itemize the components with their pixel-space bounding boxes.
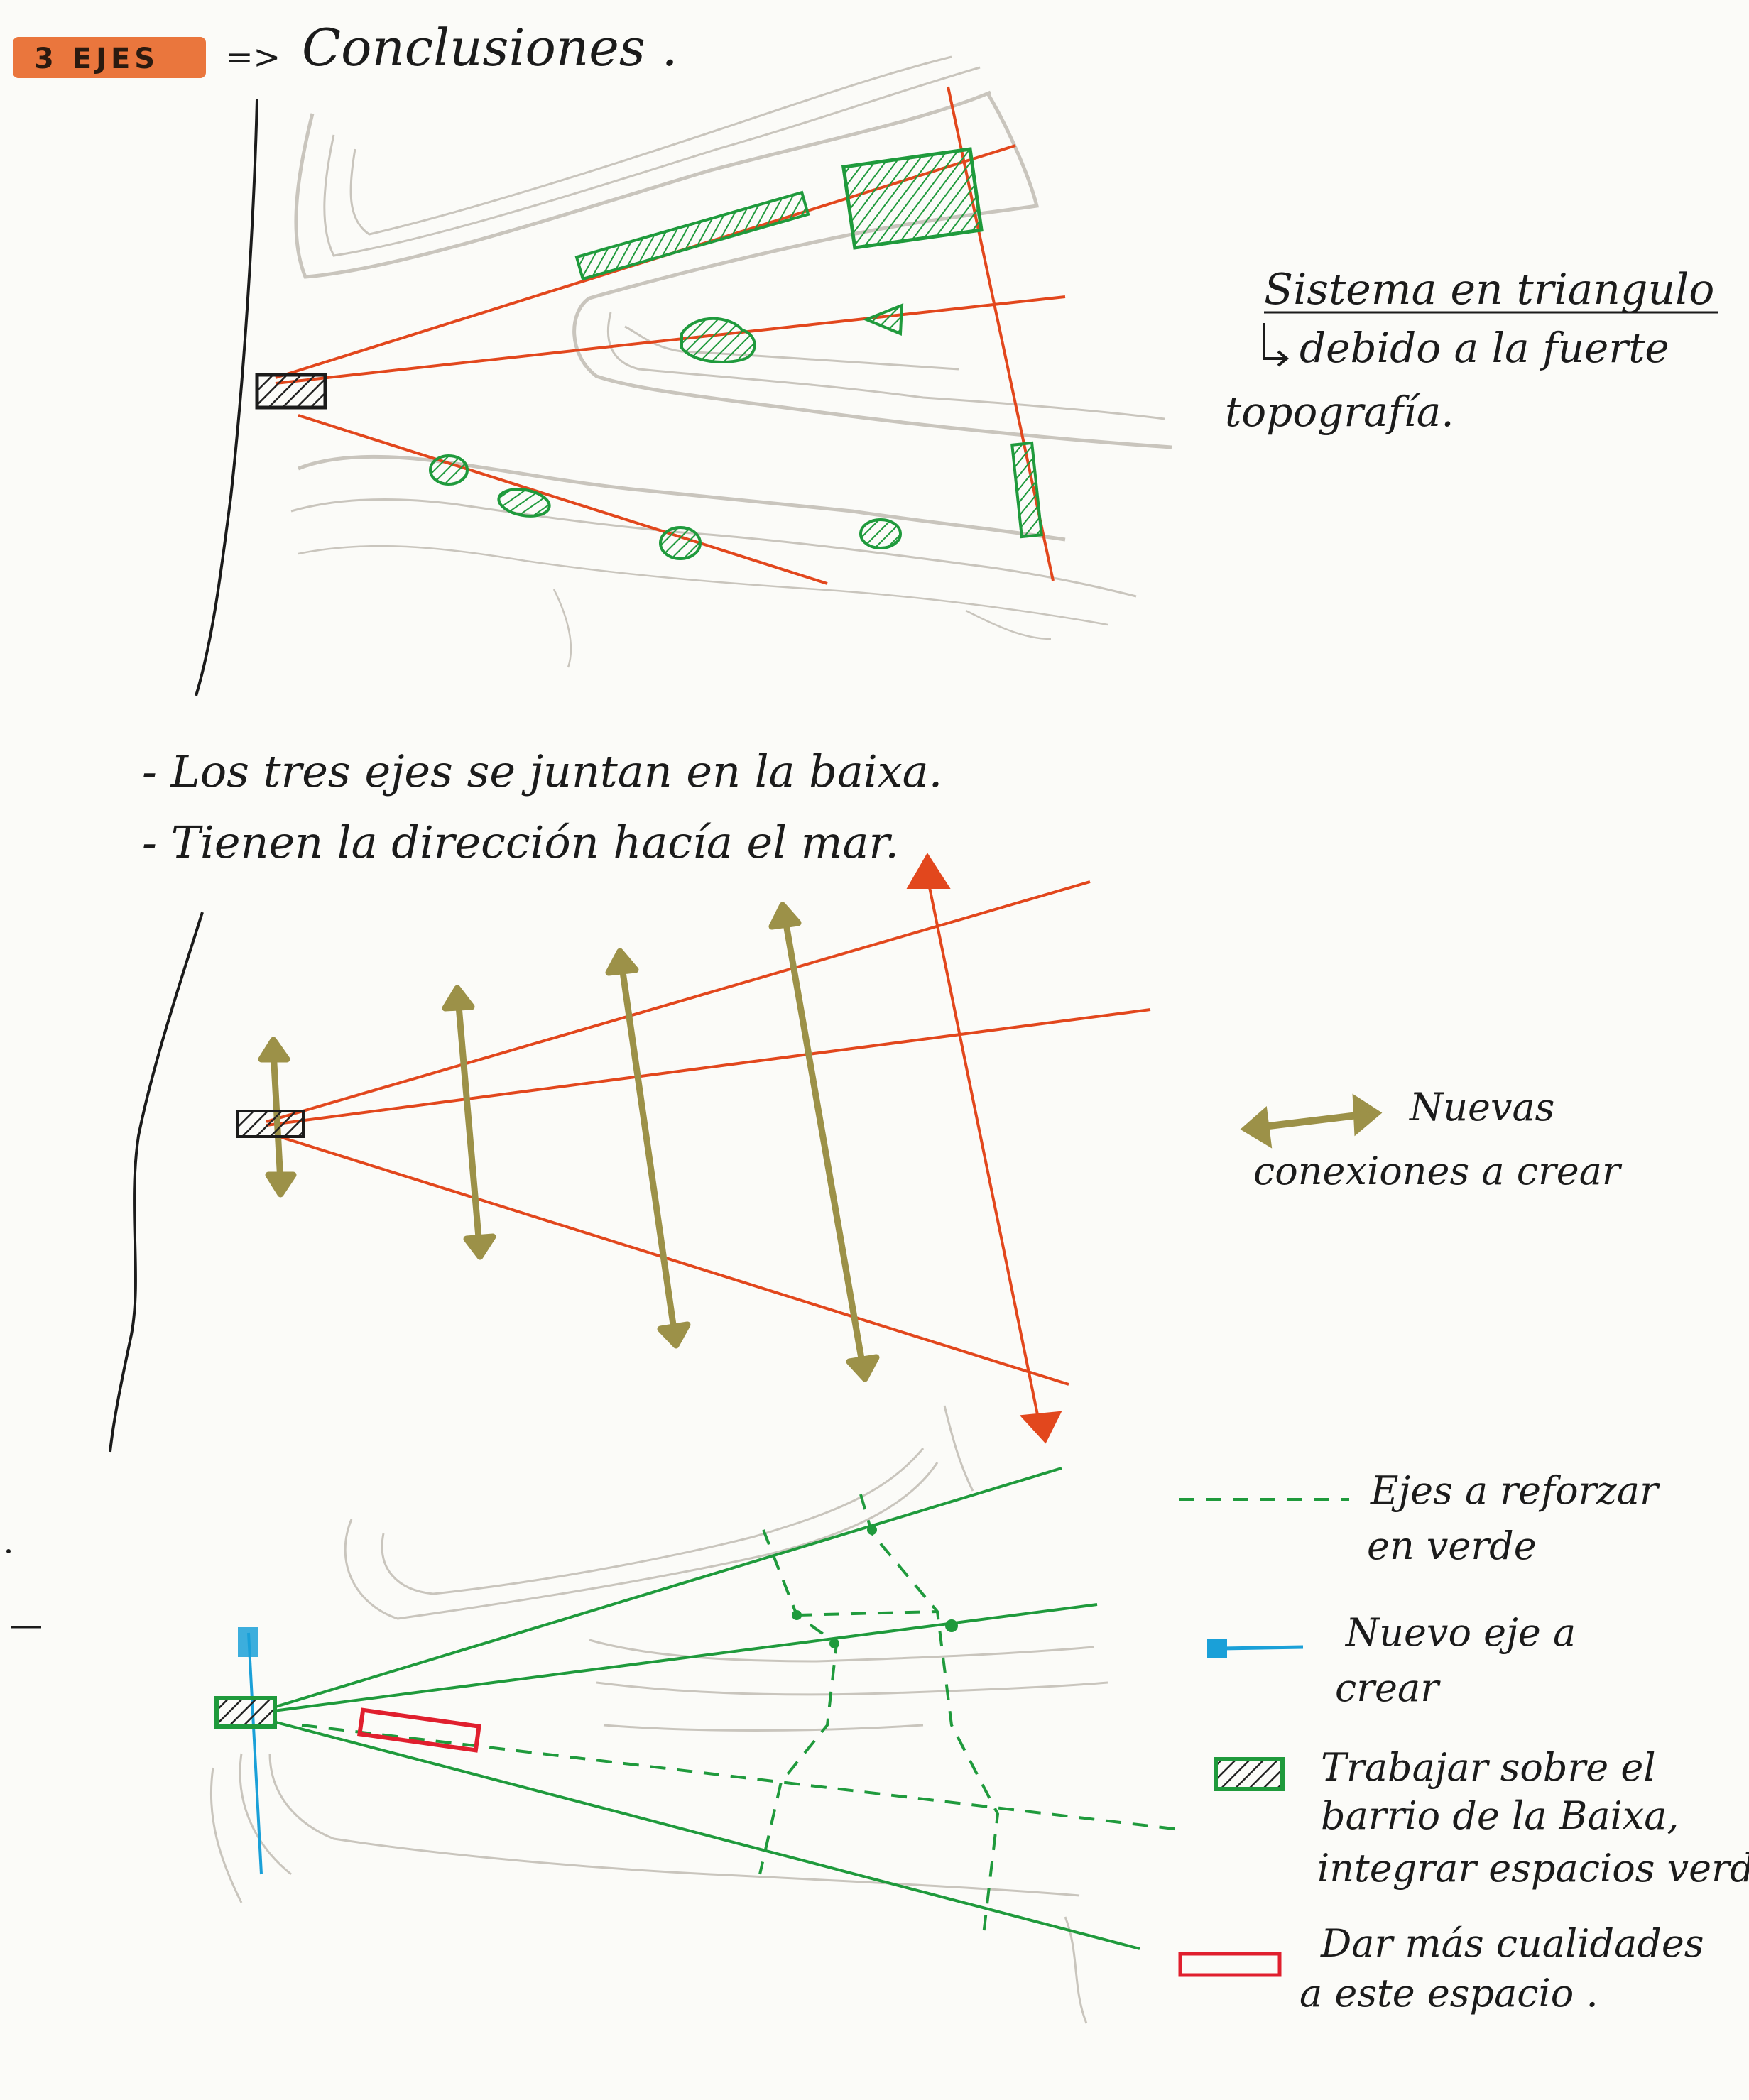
red-frame [357,1707,481,1753]
legend-3-item-3-line-2: barrio de la Baixa, [1321,1793,1679,1838]
bullet-1: - Los tres ejes se juntan en la baixa. [142,745,942,797]
legend-3-item-3-line-1: Trabajar sobre el [1321,1745,1656,1790]
red-arrowhead-icon [1019,1411,1062,1444]
legend-3-item-2-line-1: Nuevo eje a [1344,1610,1576,1655]
note-1: Sistema en triangulo debido a la fuerte … [1225,265,1718,436]
header-tag-text: 3 EJES [34,43,159,75]
red-arrowhead-icon [906,853,951,889]
legend-3-item-4-line-2: a este espacio . [1300,1971,1598,2016]
legend-2: Nuevas conexiones a crear [1240,1085,1623,1193]
legend-item-baixa: Trabajar sobre el barrio de la Baixa, in… [1214,1745,1749,1891]
green-vertical-strip [1010,441,1043,539]
double-arrow-icon [768,902,880,1382]
double-arrow-icon [605,948,691,1349]
legend-3-item-1-line-1: Ejes a reforzar [1370,1468,1660,1513]
legend-item-red-frame: Dar más cualidades a este espacio . [1178,1921,1704,2016]
green-blob [659,526,702,560]
legend-2-line-2: conexiones a crear [1253,1149,1623,1193]
legend-3: Ejes a reforzar en verde Nuevo eje a cre… [1178,1468,1749,2016]
coastline-2 [109,912,204,1453]
header-title: Conclusiones . [302,18,678,77]
olive-connection-arrows [258,902,880,1382]
header: 3 EJES => Conclusiones . [13,18,678,78]
bullet-2: - Tienen la dirección hacía el mar. [142,816,899,868]
legend-item-blue: Nuevo eje a crear [1207,1610,1576,1710]
green-blob [497,488,551,518]
red-rectangle-icon [1178,1952,1282,1977]
coastline-1 [195,99,258,696]
conclusion-bullets: - Los tres ejes se juntan en la baixa. -… [142,745,942,868]
blue-axis-marker [238,1627,258,1657]
header-tag-marker [13,37,206,78]
baixa-box-1 [255,373,327,410]
legend-item-dashed: Ejes a reforzar en verde [1179,1468,1660,1568]
legend-3-item-3-line-3: integrar espacios verdes [1317,1846,1749,1891]
legend-3-item-1-line-2: en verde [1367,1524,1537,1568]
baixa-box-3 [214,1696,277,1729]
header-arrow: => [226,38,280,76]
diagram-3-proposal: Ejes a reforzar en verde Nuevo eje a cre… [209,1405,1749,2024]
green-blob [859,518,902,549]
baixa-box-2 [236,1110,305,1138]
green-blob [862,302,904,336]
note-line-1: debido a la fuerte [1300,324,1669,372]
blue-new-axis [238,1627,263,1875]
topography-contours-3 [209,1405,1108,2024]
green-blob [680,317,756,363]
red-axes-2 [266,880,1151,1429]
note-title: Sistema en triangulo [1264,265,1714,315]
legend-3-item-4-line-1: Dar más cualidades [1320,1921,1704,1966]
green-axes-3 [273,1467,1140,1950]
double-arrow-icon [442,985,496,1260]
hatched-green-box-icon [1214,1757,1285,1791]
olive-double-arrow-icon [1240,1093,1383,1149]
stray-dot [6,1549,11,1553]
diagram-2-new-connections: Nuevas conexiones a crear [109,853,1623,1453]
topography-contours-1 [290,55,1172,668]
diagram-1-triangle-system: Sistema en triangulo debido a la fuerte … [195,55,1718,696]
green-blob [429,454,469,486]
legend-3-item-2-line-2: crear [1335,1666,1441,1710]
double-arrow-icon [258,1037,297,1198]
green-square [841,147,984,250]
blue-axis-icon [1207,1639,1304,1658]
green-strip [574,190,810,281]
note-line-2: topografía. [1225,388,1454,436]
legend-2-line-1: Nuevas [1408,1085,1554,1130]
green-spaces-1 [429,147,1043,560]
corner-arrow-icon [1263,323,1290,367]
green-nodes [792,1525,958,1648]
